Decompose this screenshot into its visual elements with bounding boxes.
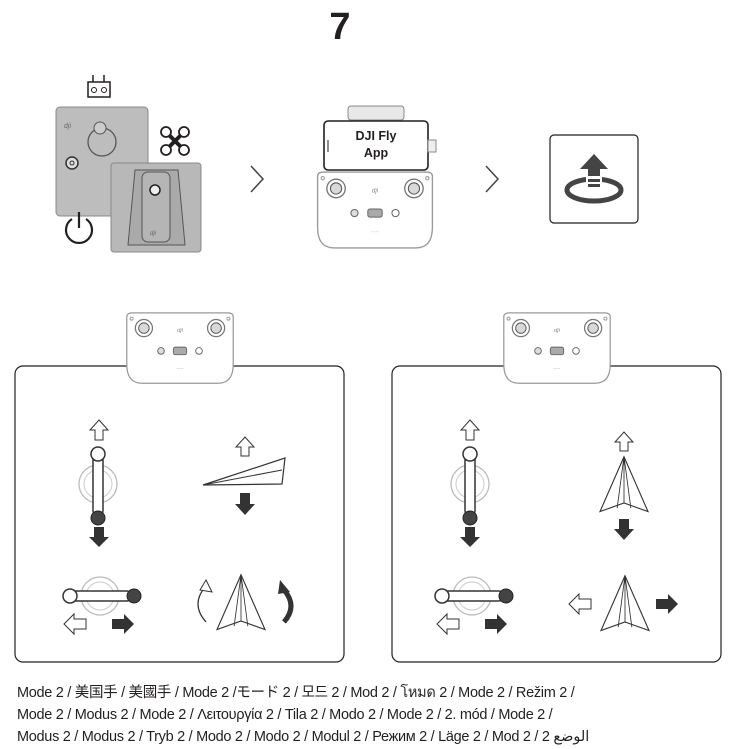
right-stick-roll-diagram — [434, 576, 514, 636]
phone-screen-line2: App — [363, 146, 389, 160]
right-stick-pitch-diagram — [450, 419, 490, 547]
phone-screen-line1: DJI Fly — [355, 129, 397, 143]
illustrations: dji ···· — [14, 75, 722, 663]
aircraft-rotate-diagram — [195, 574, 294, 631]
remote-controller-icon — [87, 75, 111, 98]
phone-screen: DJI Fly App — [330, 128, 422, 162]
caption-line: Mode 2 / Modus 2 / Mode 2 / Λειτουργία 2… — [17, 707, 553, 723]
controller-diagram — [126, 312, 234, 384]
svg-text:dji: dji — [64, 123, 71, 130]
takeoff-button-icon — [549, 134, 639, 224]
svg-text:dji: dji — [150, 231, 157, 237]
controller-diagram — [503, 312, 611, 384]
mode-panel-right — [391, 365, 722, 663]
chevron-right-icon — [250, 165, 265, 193]
caption-line: Modus 2 / Modus 2 / Tryb 2 / Modo 2 / Mo… — [17, 729, 590, 745]
mode-panel-left — [14, 365, 345, 663]
left-stick-throttle-diagram — [78, 419, 118, 547]
caption-line: Mode 2 / 美国手 / 美國手 / Mode 2 /モード 2 / 모드 … — [17, 685, 575, 701]
aircraft-closeup: dji — [110, 162, 202, 253]
aircraft-ascend-descend-diagram — [202, 436, 286, 515]
controller-with-phone — [316, 105, 437, 249]
chevron-right-icon — [485, 165, 500, 193]
left-stick-yaw-diagram — [62, 576, 142, 636]
mode-caption: Mode 2 / 美国手 / 美國手 / Mode 2 /モード 2 / 모드 … — [17, 682, 732, 748]
aircraft-left-right-diagram — [568, 575, 678, 632]
step-number: 7 — [329, 6, 351, 48]
power-icon — [64, 212, 94, 244]
aircraft-icon — [160, 126, 190, 156]
aircraft-forward-backward-diagram — [599, 431, 649, 540]
